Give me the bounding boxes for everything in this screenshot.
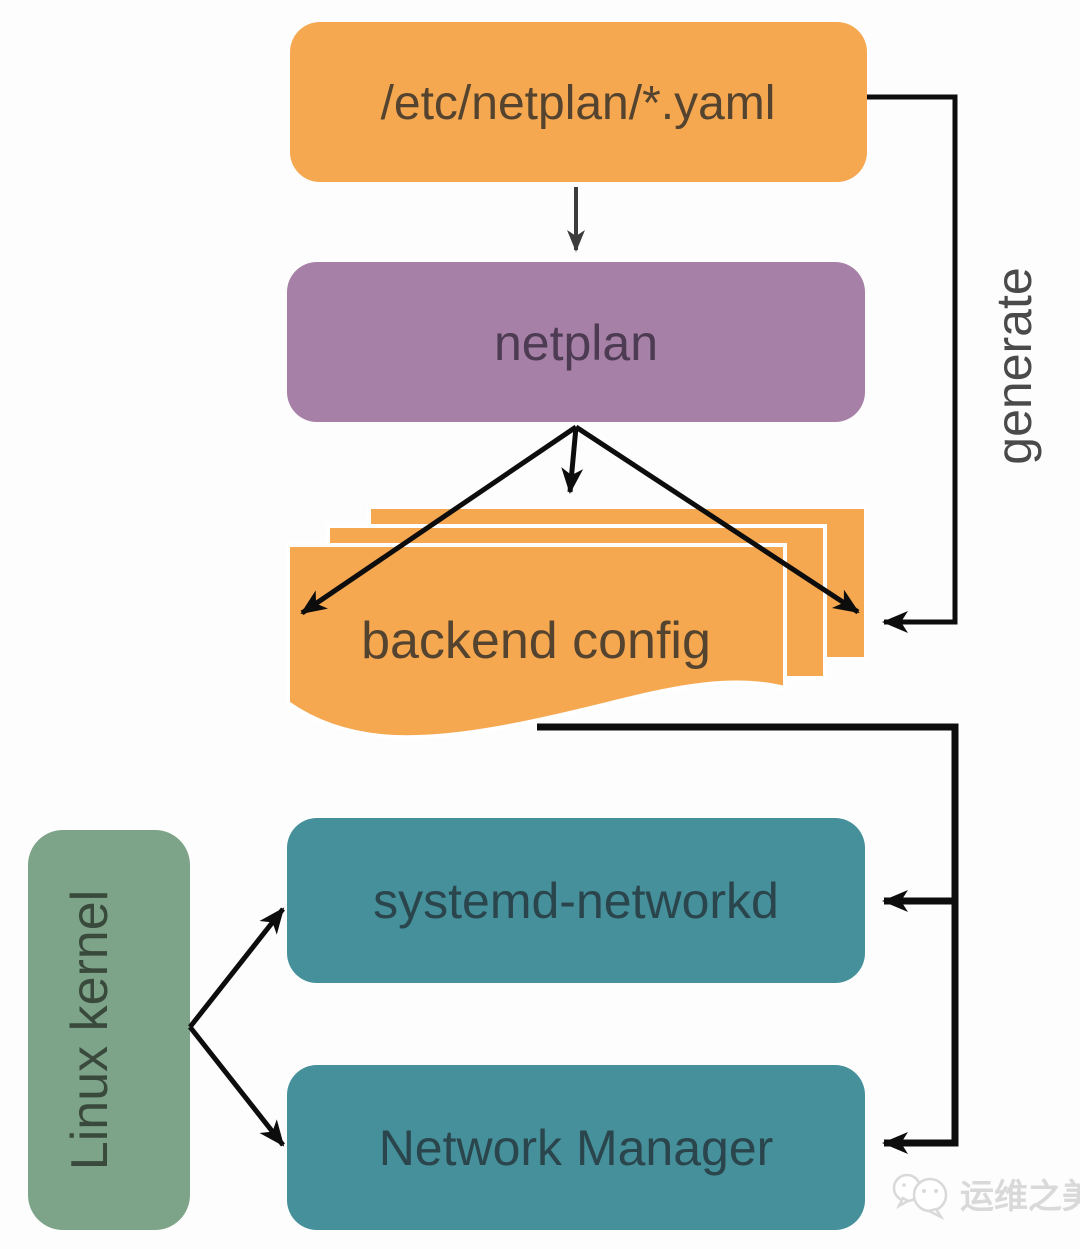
arrow-netplan-to-backend-middle	[561, 426, 584, 494]
node-netplan	[287, 262, 865, 422]
wechat-bubble-large-tail	[925, 1207, 945, 1221]
arrow-backend-to-network-manager	[537, 723, 959, 1154]
generate-edge-label: generate	[986, 267, 1042, 464]
watermark-text: 运维之美	[960, 1178, 1080, 1216]
wechat-eye-right	[934, 1189, 938, 1193]
node-systemd-networkd	[287, 818, 865, 983]
arrow-kernel-to-network-manager	[188, 1025, 285, 1147]
arrow-netplan-to-backend-left	[300, 424, 578, 616]
wechat-bubble-large	[912, 1177, 948, 1213]
yaml-file-label: /etc/netplan/*.yaml	[381, 77, 776, 130]
backend-sheet-front	[286, 543, 787, 740]
network-manager-label: Network Manager	[379, 1120, 774, 1176]
node-network-manager	[287, 1065, 865, 1230]
node-yaml-file	[290, 22, 867, 182]
netplan-label: netplan	[494, 315, 658, 371]
systemd-networkd-label: systemd-networkd	[373, 873, 779, 929]
watermark: 运维之美	[892, 1173, 1080, 1221]
arrow-generate-loop	[867, 94, 958, 633]
wechat-bubbles-icon	[892, 1173, 948, 1221]
backend-config-label: backend config	[361, 612, 711, 670]
linux-kernel-label: Linux kernel	[61, 890, 119, 1170]
node-backend-config-stack	[286, 505, 868, 740]
node-linux-kernel	[28, 830, 190, 1230]
wechat-bubble-small-tail	[896, 1196, 911, 1210]
arrow-netplan-to-backend-right	[574, 424, 860, 615]
arrow-kernel-to-systemd-networkd	[188, 907, 285, 1029]
wechat-eye-left	[922, 1189, 926, 1193]
wechat-eye-small-bubble	[902, 1183, 906, 1187]
